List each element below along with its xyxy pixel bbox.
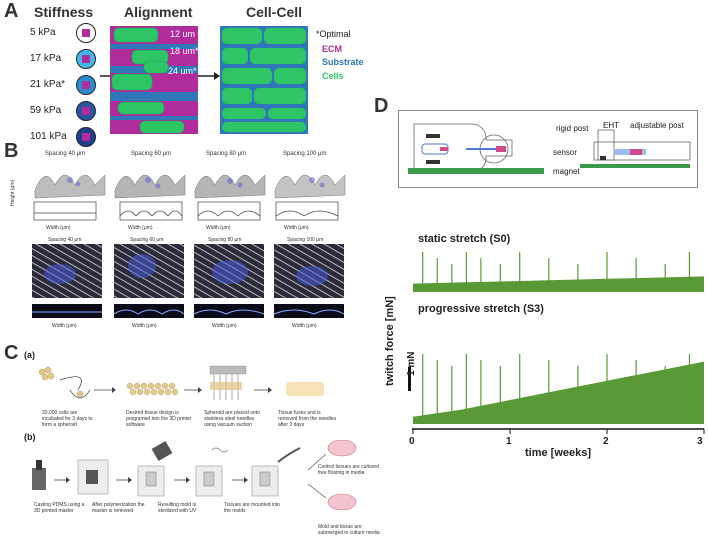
process-b-drawings	[32, 440, 357, 511]
width-axis-label: Width (μm)	[212, 323, 237, 329]
series-label-s3: progressive stretch (S3)	[418, 303, 544, 315]
area-series-s3	[413, 361, 704, 424]
scale-bar-label: 1 mN	[406, 351, 417, 376]
width-axis-label: Width (μm)	[132, 323, 157, 329]
spacing-label: 18 um*	[170, 46, 199, 56]
cellcell-header: Cell-Cell	[246, 4, 303, 20]
stiffness-circle	[76, 127, 96, 147]
stiffness-header: Stiffness	[34, 4, 94, 20]
spacing-title: Spacing 100 μm	[283, 151, 327, 157]
caption-b4: Tissues are mounted into the molds	[224, 502, 280, 514]
alignment-header: Alignment	[124, 4, 193, 20]
panel-c-letter: C	[4, 342, 19, 364]
device-label-adjustable-post: adjustable post	[630, 121, 684, 130]
stiffness-circle	[76, 23, 96, 43]
microscopy-images	[32, 244, 344, 298]
chart-xlabel: time [weeks]	[525, 447, 592, 459]
image-title: Spacing 40 μm	[48, 237, 82, 243]
width-axis-label: Width (μm)	[206, 225, 231, 231]
x-tick-label: 3	[697, 436, 703, 447]
stiffness-label: 5 kPa	[30, 27, 56, 38]
caption-a3: Spheroid are placed onto stainless steel…	[204, 410, 260, 428]
height-profiles	[33, 201, 339, 221]
height-axis-label: Height (μm)	[10, 179, 16, 206]
caption-a4: Tissue fuses and is removed from the nee…	[278, 410, 337, 428]
stiffness-circle	[76, 49, 96, 69]
caption-b6: Mold and tissue are submerged in culture…	[318, 524, 380, 536]
caption-b2: After polymerization the master is remov…	[92, 502, 145, 514]
device-label-magnet: magnet	[553, 167, 580, 176]
image-title: Spacing 80 μm	[208, 237, 242, 243]
image-title: Spacing 60 μm	[130, 237, 164, 243]
width-axis-label: Width (μm)	[292, 323, 317, 329]
stiffness-label: 59 kPa	[30, 105, 62, 116]
legend-ecm: ECM	[322, 44, 342, 54]
spacing-label: 12 um	[170, 29, 196, 39]
x-tick-label: 1	[506, 436, 512, 447]
device-label-rigid-post: rigid post	[556, 124, 589, 133]
spike-lines	[422, 252, 691, 424]
x-axis	[412, 428, 705, 434]
caption-b1: Casting PDMS using a 3D printed master	[34, 502, 85, 514]
stiffness-circle	[76, 75, 96, 95]
x-tick-label: 2	[603, 436, 609, 447]
caption-a1: 33,000 cells are incubated for 3 days to…	[42, 410, 93, 428]
device-label-eht: EHT	[603, 121, 619, 130]
cellcell-arrow	[198, 72, 220, 80]
x-tick-label: 0	[409, 436, 415, 447]
twitch-force-chart	[408, 252, 704, 424]
stiffness-label: 21 kPa*	[30, 79, 66, 90]
width-axis-label: Width (μm)	[128, 225, 153, 231]
series-label-s0: static stretch (S0)	[418, 233, 511, 245]
spacing-title: Spacing 40 μm	[45, 151, 86, 157]
legend-substrate: Substrate	[322, 57, 364, 67]
spacing-title: Spacing 60 μm	[131, 151, 172, 157]
process-a-drawings	[38, 365, 324, 400]
caption-b3: Resulting mold is sterilized with UV	[158, 502, 197, 514]
panel-b-letter: B	[4, 140, 19, 162]
legend-optimal: *Optimal	[316, 29, 351, 39]
panel-c-sub-b: (b)	[24, 432, 36, 442]
device-drawing	[408, 123, 691, 174]
surface-3d-row	[34, 174, 346, 199]
profile-strips	[32, 304, 345, 318]
caption-a2: Desired tissue design is programed into …	[126, 410, 192, 428]
area-path	[413, 361, 704, 424]
device-label-sensor: sensor	[553, 148, 578, 157]
width-axis-label: Width (μm)	[52, 323, 77, 329]
width-axis-label: Width (μm)	[284, 225, 309, 231]
scale-bar	[408, 367, 411, 391]
chart-ylabel: twitch force [mN]	[384, 296, 396, 386]
panel-c-sub-a: (a)	[24, 350, 35, 360]
legend-cells: Cells	[322, 71, 344, 81]
panel-a-letter: A	[4, 0, 19, 22]
spacing-label: 24 um*	[168, 66, 197, 76]
spacing-title: Spacing 80 μm	[206, 151, 247, 157]
area-series-s0	[413, 276, 704, 292]
image-title: Spacing 100 μm	[287, 237, 324, 243]
area-path	[413, 276, 704, 292]
stiffness-label: 101 kPa	[30, 131, 67, 142]
caption-b5: Control tissues are cultured free floati…	[318, 464, 379, 476]
width-axis-label: Width (μm)	[46, 225, 71, 231]
stiffness-label: 17 kPa	[30, 53, 62, 64]
cellcell-diagram	[220, 26, 308, 134]
panel-d-letter: D	[374, 95, 389, 117]
alignment-diagram	[110, 26, 198, 134]
stiffness-circle	[76, 101, 96, 121]
